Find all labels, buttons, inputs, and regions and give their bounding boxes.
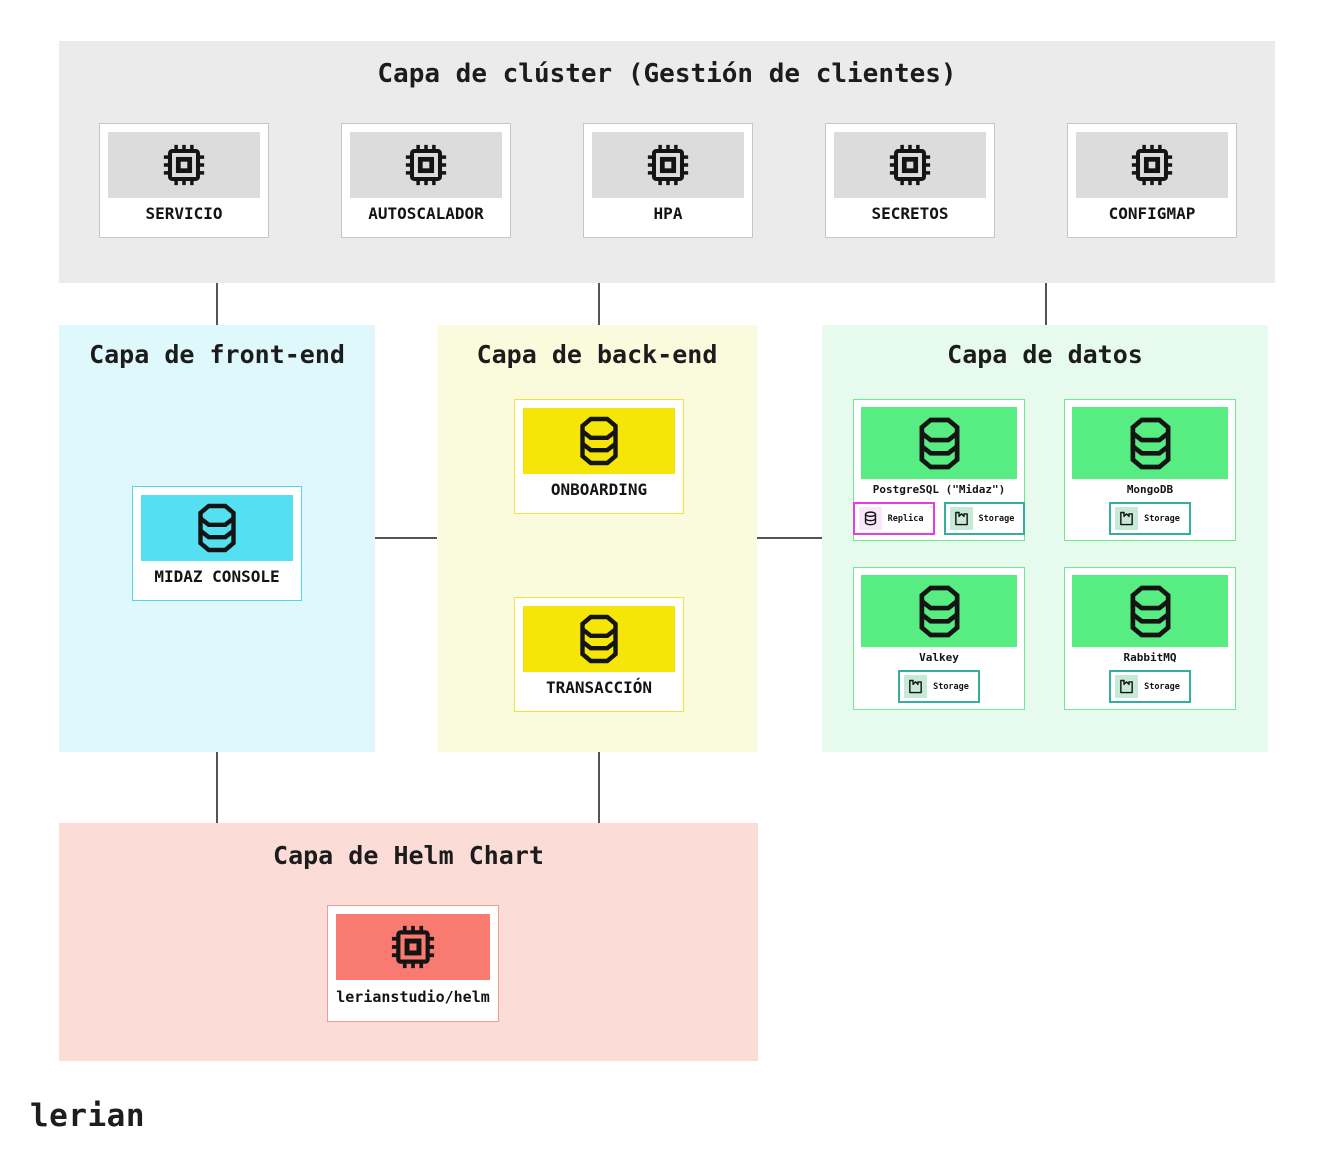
storage-badge: Storage — [1109, 502, 1191, 535]
node-icon-area — [141, 495, 293, 561]
node-icon-area — [523, 408, 675, 474]
badge-row: Storage — [1072, 502, 1228, 535]
cpu-icon — [889, 144, 931, 186]
layer-helm-title: Capa de Helm Chart — [273, 841, 544, 870]
storage-badge: Storage — [898, 670, 980, 703]
node-label: CONFIGMAP — [1108, 204, 1196, 223]
node-label: lerianstudio/helm — [336, 987, 490, 1006]
node-icon-area — [834, 132, 986, 198]
node-midaz-console: MIDAZ CONSOLE — [132, 486, 302, 601]
badge-label: Storage — [978, 513, 1015, 524]
node-label: Valkey — [919, 651, 959, 664]
database-icon — [195, 503, 239, 553]
node-secretos: SECRETOS — [825, 123, 995, 238]
replica-database-icon — [858, 507, 882, 530]
layer-helm: Capa de Helm Chart lerianstudio/helm — [59, 823, 758, 1061]
storage-factory-icon — [949, 507, 973, 530]
badge-row: Replica Storage — [852, 502, 1026, 535]
node-onboarding: ONBOARDING — [514, 399, 684, 514]
node-label: AUTOSCALADOR — [368, 204, 484, 223]
node-label: TRANSACCIÓN — [546, 678, 652, 697]
cpu-icon — [1131, 144, 1173, 186]
node-servicio: SERVICIO — [99, 123, 269, 238]
node-icon-area — [861, 407, 1017, 479]
cpu-icon — [391, 925, 435, 969]
node-valkey: Valkey Storage — [853, 567, 1025, 710]
lerian-logo: lerian — [30, 1098, 145, 1134]
node-icon-area — [350, 132, 502, 198]
node-mongodb: MongoDB Storage — [1064, 399, 1236, 541]
cpu-icon — [647, 144, 689, 186]
database-icon — [916, 585, 963, 638]
node-hpa: HPA — [583, 123, 753, 238]
node-icon-area — [108, 132, 260, 198]
badge-label: Replica — [887, 513, 924, 524]
node-configmap: CONFIGMAP — [1067, 123, 1237, 238]
layer-backend: Capa de back-end ONBOARDING TRANSACCIÓN — [437, 325, 757, 752]
node-lerianstudio-helm: lerianstudio/helm — [327, 905, 499, 1022]
database-icon — [1127, 417, 1174, 470]
node-label: ONBOARDING — [550, 480, 648, 499]
database-icon — [1127, 585, 1174, 638]
node-autoscalador: AUTOSCALADOR — [341, 123, 511, 238]
node-icon-area — [523, 606, 675, 672]
node-rabbitmq: RabbitMQ Storage — [1064, 567, 1236, 710]
layer-frontend-title: Capa de front-end — [89, 340, 345, 369]
node-label: MIDAZ CONSOLE — [154, 567, 280, 586]
cpu-icon — [163, 144, 205, 186]
database-icon — [577, 416, 621, 466]
badge-label: Storage — [933, 681, 969, 692]
node-label: HPA — [653, 204, 683, 223]
node-label: SERVICIO — [145, 204, 223, 223]
badge-row: Storage — [1072, 670, 1228, 703]
node-postgresql: PostgreSQL ("Midaz") Replica Storage — [852, 399, 1026, 541]
layer-data: Capa de datos PostgreSQL ("Midaz") Repli… — [822, 325, 1268, 752]
replica-badge: Replica — [852, 502, 935, 535]
layer-frontend: Capa de front-end MIDAZ CONSOLE — [59, 325, 375, 752]
badge-label: Storage — [1144, 513, 1180, 524]
badge-row: Storage — [861, 670, 1017, 703]
database-icon — [916, 417, 963, 470]
node-icon-area — [1076, 132, 1228, 198]
layer-cluster: Capa de clúster (Gestión de clientes) SE… — [59, 41, 1275, 283]
storage-badge: Storage — [1109, 670, 1191, 703]
node-icon-area — [1072, 407, 1228, 479]
node-label: RabbitMQ — [1123, 651, 1177, 664]
layer-cluster-title: Capa de clúster (Gestión de clientes) — [377, 59, 957, 89]
badge-label: Storage — [1144, 681, 1180, 692]
database-icon — [577, 614, 621, 664]
layer-backend-title: Capa de back-end — [476, 340, 718, 369]
node-transaccion: TRANSACCIÓN — [514, 597, 684, 712]
node-icon-area — [336, 914, 490, 980]
node-icon-area — [592, 132, 744, 198]
storage-badge: Storage — [943, 502, 1026, 535]
cpu-icon — [405, 144, 447, 186]
storage-factory-icon — [1115, 675, 1139, 698]
node-icon-area — [861, 575, 1017, 647]
layer-data-title: Capa de datos — [947, 340, 1143, 369]
storage-factory-icon — [1115, 507, 1139, 530]
node-label: SECRETOS — [871, 204, 949, 223]
node-icon-area — [1072, 575, 1228, 647]
node-label: PostgreSQL ("Midaz") — [872, 483, 1006, 496]
node-label: MongoDB — [1126, 483, 1174, 496]
storage-factory-icon — [904, 675, 928, 698]
